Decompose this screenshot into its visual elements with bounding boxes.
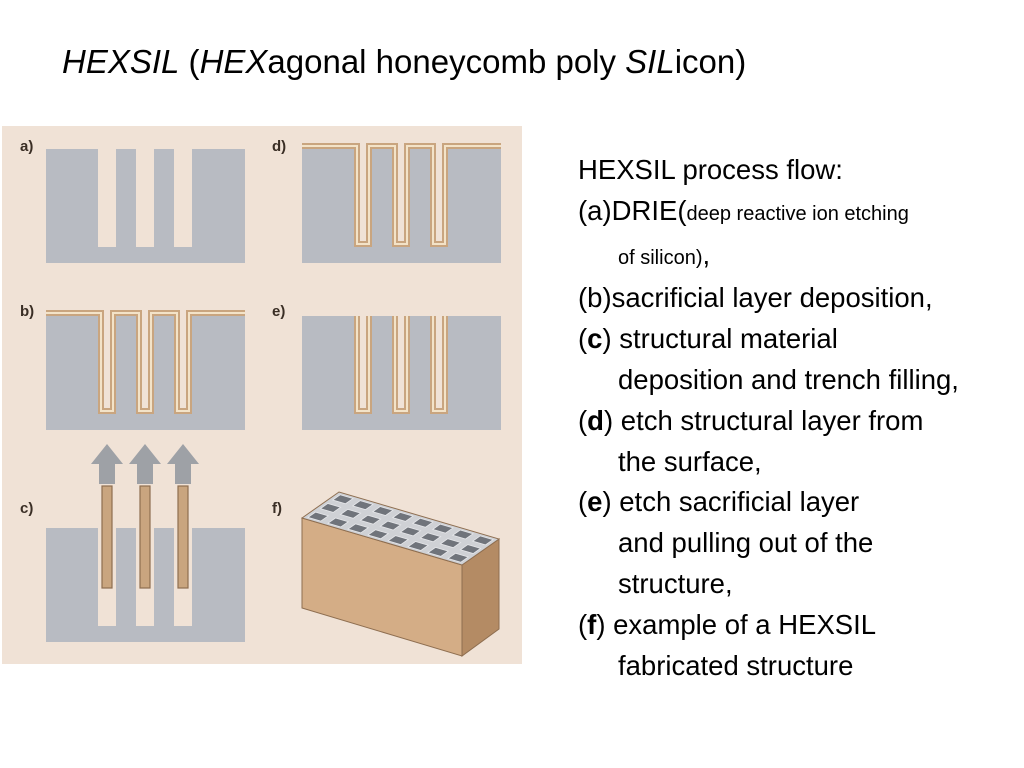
step-f-text: ) example of a HEXSIL: [596, 608, 877, 640]
step-c-text: ) structural material: [602, 323, 838, 355]
honeycomb-cell: [359, 514, 382, 525]
honeycomb-cell: [427, 546, 450, 557]
step-d-line1: (d) etch structural layer from: [578, 401, 1023, 442]
panel-e-silicon: [302, 316, 501, 430]
panel-d-poly-core: [302, 145, 501, 245]
step-c-open: (: [578, 323, 588, 355]
honeycomb-cell: [419, 532, 442, 543]
honeycomb-cell: [387, 535, 410, 546]
step-a-line2: of silicon),: [578, 235, 1023, 279]
honeycomb-cell: [407, 541, 430, 551]
panel-c-beam-3: [177, 485, 189, 589]
process-heading: HEXSIL process flow:: [578, 154, 843, 185]
step-a-line1: (a)DRIE(deep reactive ion etching: [578, 191, 1023, 235]
step-f-line2: fabricated structure: [618, 649, 854, 681]
honeycomb-cell: [447, 552, 470, 563]
panel-c-beam-2: [139, 485, 151, 589]
honeycomb-cell: [327, 517, 350, 528]
honeycomb-cell: [339, 508, 362, 519]
step-a-marker: (a): [578, 194, 612, 226]
step-a-small-1: deep reactive ion etching: [686, 202, 909, 225]
panel-f: [300, 491, 501, 657]
panel-a: [46, 149, 245, 263]
honeycomb-cell: [391, 511, 414, 522]
step-c-line2: deposition and trench filling,: [618, 363, 959, 395]
panel-label-a: a): [20, 138, 33, 155]
honeycomb-cell: [451, 529, 474, 540]
step-a-end: ,: [702, 238, 711, 270]
step-d-line2: the surface,: [618, 445, 762, 477]
honeycomb-cell: [371, 506, 394, 516]
step-e-open: (: [578, 486, 588, 518]
panel-label-f: f): [272, 500, 282, 517]
honeycomb-cell: [367, 529, 390, 540]
panel-label-d: d): [272, 138, 286, 155]
step-e-text: ) etch sacrificial layer: [602, 486, 860, 518]
step-f-line1: (f) example of a HEXSIL: [578, 605, 1023, 646]
panel-c-beam-1: [101, 485, 113, 589]
step-d-open: (: [578, 404, 588, 436]
step-e-letter: e: [587, 486, 603, 518]
step-d-letter: d: [587, 404, 604, 436]
process-figure: a) b) c) d) e) f): [2, 126, 522, 664]
honeycomb-cell: [319, 503, 342, 513]
slide-title: HEXSIL (HEXagonal honeycomb poly SILicon…: [62, 42, 746, 82]
panel-b-sacrificial-core: [46, 312, 245, 412]
panel-label-c: c): [20, 500, 33, 517]
step-b: (b)sacrificial layer deposition,: [578, 282, 933, 314]
honeycomb-cell: [379, 520, 402, 531]
step-c-line1: (c) structural material: [578, 319, 1023, 360]
panel-label-e: e): [272, 303, 285, 320]
title-paren-open: (: [179, 43, 200, 80]
honeycomb-cell: [331, 494, 354, 505]
step-e-line1: (e) etch sacrificial layer: [578, 482, 1023, 523]
honeycomb-cell: [411, 517, 434, 528]
honeycomb-cell: [307, 511, 330, 522]
step-d-text: ) etch structural layer from: [603, 404, 924, 436]
step-c-letter: c: [587, 323, 603, 355]
panel-b-silicon: [46, 316, 245, 430]
step-e-line2: and pulling out of the: [618, 527, 874, 559]
honeycomb-cell: [399, 526, 422, 537]
title-icon: icon): [674, 43, 747, 80]
honeycomb-cell: [471, 535, 494, 546]
panel-d-silicon: [302, 149, 501, 263]
step-e-line3: structure,: [618, 567, 733, 599]
honeycomb-cell: [431, 523, 454, 534]
panel-c-silicon: [46, 528, 245, 642]
panel-e-trench-core: [356, 316, 446, 412]
honeycomb-cell: [459, 544, 482, 554]
title-agonal: agonal honeycomb poly: [267, 43, 626, 80]
panel-f-honeycomb-cells: [307, 494, 494, 563]
panel-a-silicon: [46, 149, 245, 263]
panel-label-b: b): [20, 303, 34, 320]
step-a-text: DRIE(: [611, 194, 687, 226]
panel-b: [46, 310, 245, 430]
step-f-letter: f: [587, 608, 597, 640]
title-hex: HEX: [199, 43, 268, 80]
process-description: HEXSIL process flow: (a)DRIE(deep reacti…: [578, 150, 1023, 686]
panel-d: [302, 143, 501, 263]
title-hexsil: HEXSIL: [62, 43, 180, 80]
honeycomb-cell: [439, 538, 462, 549]
panel-e: [302, 316, 501, 430]
honeycomb-cell: [347, 523, 370, 534]
step-a-small-2: of silicon): [618, 246, 703, 269]
process-diagram: a) b) c) d) e) f): [2, 126, 522, 664]
title-sil: SIL: [625, 43, 675, 80]
step-f-open: (: [578, 608, 588, 640]
panel-c: [46, 444, 245, 642]
honeycomb-cell: [351, 500, 374, 511]
